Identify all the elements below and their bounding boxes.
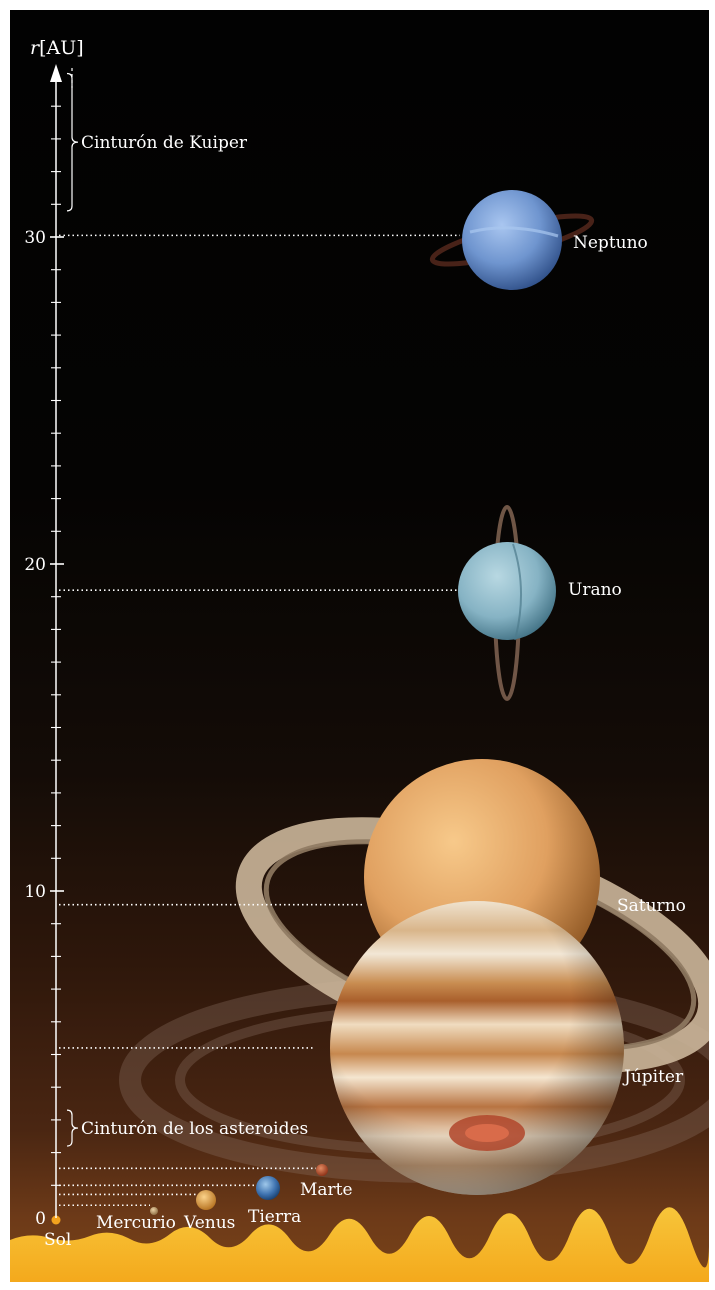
axis-tick-labels: 0 10 20 30 xyxy=(24,228,46,1229)
planet-label-neptuno: Neptuno xyxy=(573,233,648,253)
kuiper-belt: Cinturón de Kuiper xyxy=(66,72,248,212)
uranus-illustration xyxy=(458,505,556,701)
neptune-illustration xyxy=(429,190,595,290)
planet-label-marte: Marte xyxy=(300,1180,353,1200)
sun-dot xyxy=(51,1215,61,1225)
jupiter-illustration xyxy=(330,901,624,1195)
axis-unit: [AU] xyxy=(39,37,84,59)
tick-label: 0 xyxy=(35,1209,46,1229)
axis-arrow xyxy=(50,64,62,82)
planet-label-tierra: Tierra xyxy=(248,1207,301,1227)
sun-label: Sol xyxy=(44,1230,71,1250)
tick-label: 10 xyxy=(24,882,46,902)
kuiper-label: Cinturón de Kuiper xyxy=(81,133,248,153)
asteroid-belt: Cinturón de los asteroides xyxy=(66,1109,308,1147)
tick-label: 20 xyxy=(24,555,46,575)
solar-system-diagram: 0 10 20 30 r[AU] Cinturón de Kuiper Cinturó… xyxy=(10,10,709,1282)
earth-illustration xyxy=(256,1176,280,1200)
distance-axis: 0 10 20 30 r[AU] xyxy=(24,37,83,1229)
axis-ticks xyxy=(50,105,64,1186)
venus-illustration xyxy=(196,1190,216,1210)
planet-label-urano: Urano xyxy=(568,580,622,600)
kuiper-brace xyxy=(66,72,79,212)
diagram-canvas: 0 10 20 30 r[AU] Cinturón de Kuiper Cinturó… xyxy=(10,37,709,1282)
mercury-illustration xyxy=(150,1207,158,1215)
mars-illustration xyxy=(316,1164,328,1176)
axis-title: r[AU] xyxy=(30,37,84,59)
asteroid-belt-label: Cinturón de los asteroides xyxy=(81,1119,308,1139)
axis-variable: r xyxy=(30,37,41,59)
planet-label-venus: Venus xyxy=(183,1213,235,1233)
planet-label-mercurio: Mercurio xyxy=(96,1213,176,1233)
planet-label-saturno: Saturno xyxy=(617,896,686,916)
planet-label-jupiter: Júpiter xyxy=(622,1067,684,1087)
sun-surface xyxy=(10,1207,709,1282)
tick-label: 30 xyxy=(24,228,46,248)
distance-leader-lines xyxy=(59,234,460,1207)
asteroid-brace xyxy=(66,1109,79,1147)
